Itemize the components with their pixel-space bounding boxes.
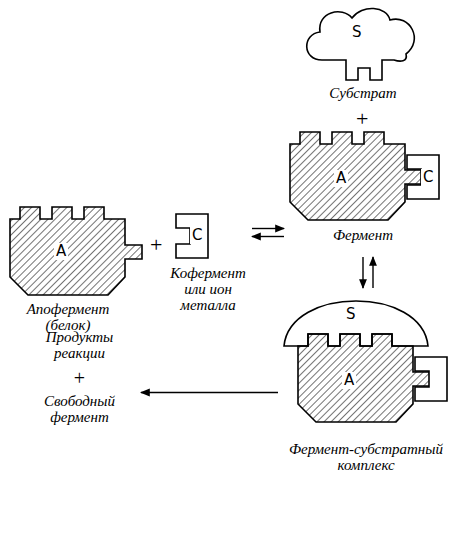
enzyme-apo-letter: A [334,170,348,187]
apoenzyme-shape [290,132,422,220]
complex-caption: Фермент-субстратный комплекс [282,442,450,474]
reaction-arrow [141,392,278,393]
coenzyme-shape [176,214,208,258]
substrate-caption: Субстрат [300,86,426,102]
shape-outline [282,292,450,427]
enzyme-caption: Фермент [288,228,438,244]
products-block: Продукты реакции + Свободный фермент [22,330,137,455]
coenzyme-letter: C [190,227,204,244]
coenzyme-shape [415,357,447,401]
enzyme-box: A C Фермент [288,128,448,253]
apoenzyme-shape [10,207,142,295]
reaction-arrow [363,257,373,288]
substrate-letter: S [350,24,364,41]
arrow-line [372,257,373,288]
coenzyme-shape [407,155,439,199]
shape-outline [8,205,146,297]
complex-substrate-letter: S [344,306,358,323]
shape-outline [300,2,426,82]
apoenzyme-box: A Апофермент (белок) [8,205,146,345]
plus-sign: + [356,106,368,132]
products-text: Продукты реакции [22,330,137,362]
complex-apo-letter: A [342,372,356,389]
substrate-cloud: S Субстрат [300,2,430,110]
substrate-shape [307,8,415,80]
free-enzyme-text: Свободный фермент [22,394,137,426]
enzyme-co-letter: C [421,169,435,186]
apoenzyme-letter: A [54,243,68,260]
apoenzyme-shape [298,334,430,422]
arrow-line [362,257,363,288]
coenzyme-caption: Кофермент или ион металла [168,266,248,313]
apoenzyme-caption: Апофермент (белок) [8,302,128,334]
arrow-line [252,228,284,229]
complex-box: S A Фермент-субстратный комплекс [282,292,452,527]
coenzyme-box: C Кофермент или ион металла [168,212,248,327]
arrow-line [141,392,278,393]
plus-sign: + [150,232,162,258]
arrow-line [252,236,284,237]
plus-sign: + [22,368,137,389]
reaction-arrow [252,229,284,237]
